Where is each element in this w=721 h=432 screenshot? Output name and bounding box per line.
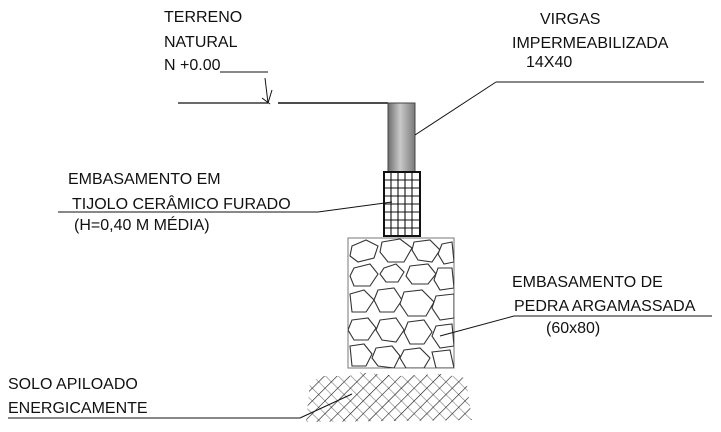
label-terreno-line1: TERRENO [164, 9, 243, 26]
ceramic-brick-base [383, 171, 421, 237]
label-terreno-level: N +0.00 [164, 57, 221, 74]
waterproofed-beam [387, 102, 416, 174]
label-pedra-dimension: (60x80) [546, 320, 601, 337]
label-pedra-line2: PEDRA ARGAMASSADA [514, 298, 696, 315]
ground-level-line [178, 71, 388, 105]
label-tijolo-height: (H=0,40 M MÉDIA) [74, 217, 210, 234]
compacted-soil [306, 372, 472, 422]
label-solo-line2: ENERGICAMENTE [8, 400, 148, 417]
label-terreno-line2: NATURAL [164, 34, 238, 51]
label-pedra-line1: EMBASAMENTO DE [512, 274, 663, 291]
stone-masonry-base [347, 237, 455, 369]
label-virgas-line1: VIRGAS [540, 11, 601, 28]
label-virgas-dimension: 14X40 [526, 54, 573, 71]
label-tijolo-line2: TIJOLO CERÂMICO FURADO [72, 196, 291, 213]
label-solo-line1: SOLO APILOADO [8, 376, 138, 393]
leader-lines [8, 81, 712, 419]
label-virgas-line2: IMPERMEABILIZADA [512, 35, 669, 52]
label-tijolo-line1: EMBASAMENTO EM [68, 171, 221, 188]
